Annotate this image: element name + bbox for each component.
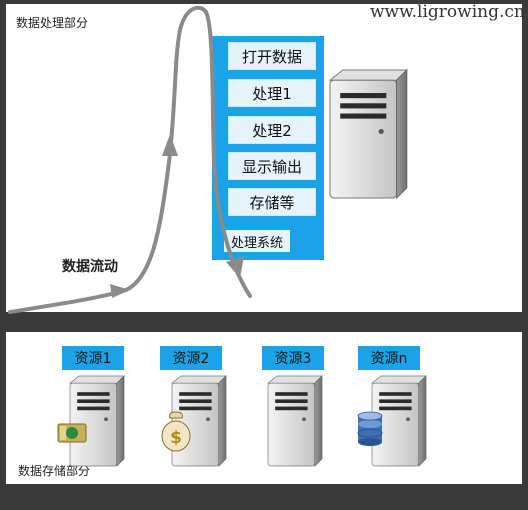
data-processing-section: 数据处理部分 www.ligrowing.cn 打开数据 处理1 处理2 显示输… — [6, 2, 525, 312]
flow-arrowhead-up — [162, 134, 178, 156]
main-server-icon — [329, 69, 408, 199]
flow-arrowhead-down — [226, 256, 244, 278]
resource-n-label: 资源n — [358, 346, 420, 370]
processing-section-label: 数据处理部分 — [16, 16, 89, 30]
resource-1-label: 资源1 — [62, 346, 124, 370]
step-process-2: 处理2 — [228, 116, 316, 144]
step-open-data: 打开数据 — [228, 42, 316, 70]
data-flow-arrow — [8, 5, 252, 314]
resource-3-label: 资源3 — [262, 346, 324, 370]
flow-arrowhead-right — [110, 284, 130, 298]
database-icon — [357, 411, 383, 446]
step-display-output: 显示输出 — [228, 152, 316, 180]
resource-2-server-icon — [171, 375, 227, 467]
money-icon — [57, 423, 87, 443]
step-process-1: 处理1 — [228, 79, 316, 107]
watermark: www.ligrowing.cn — [370, 2, 525, 22]
processing-system-box: 打开数据 处理1 处理2 显示输出 存储等 处理系统 — [212, 36, 324, 260]
resource-3-server-icon — [267, 375, 323, 467]
processing-system-label: 处理系统 — [224, 230, 290, 252]
storage-section-label: 数据存储部分 — [18, 464, 91, 478]
resource-1-server-icon — [69, 375, 125, 467]
data-flow-label: 数据流动 — [62, 259, 118, 275]
step-storage: 存储等 — [228, 188, 316, 216]
money-bag-icon: $ — [161, 411, 191, 452]
resource-2-label: 资源2 — [160, 346, 222, 370]
svg-text:$: $ — [170, 428, 182, 448]
